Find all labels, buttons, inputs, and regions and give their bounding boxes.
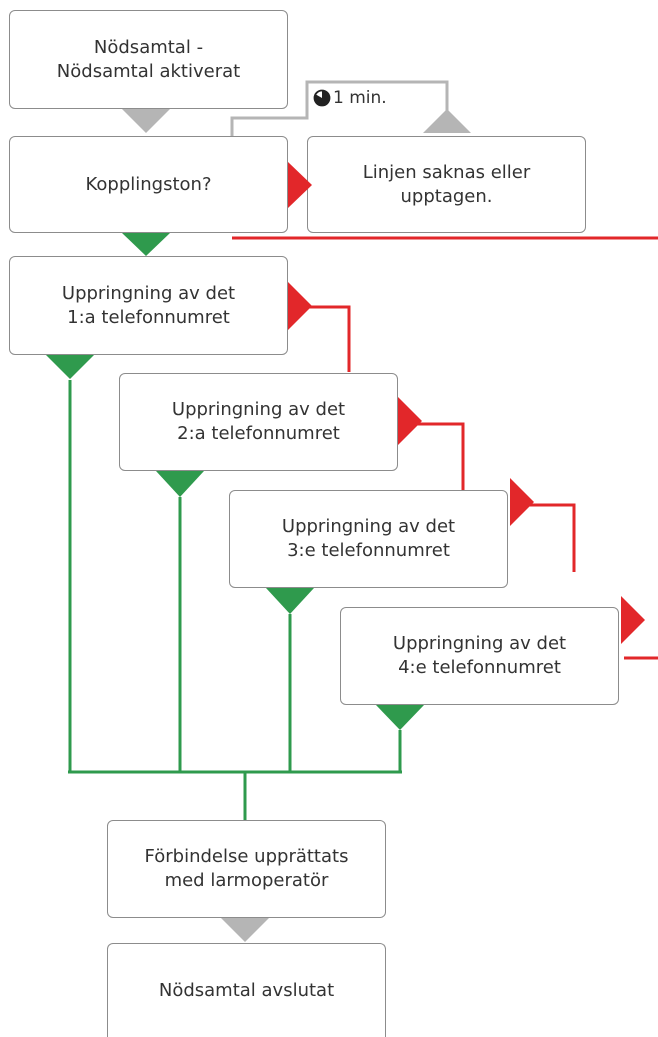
node-line-missing-line1: Linjen saknas eller bbox=[362, 161, 531, 183]
node-dial-3-line1: Uppringning av det bbox=[281, 516, 456, 537]
node-line-missing-line2: upptagen. bbox=[400, 185, 493, 207]
node-dial-3-line2: 3:e telefonnumret bbox=[287, 540, 450, 561]
node-line-missing: Linjen saknas eller upptagen. bbox=[307, 136, 586, 233]
node-emergency-activated: Nödsamtal - Nödsamtal aktiverat bbox=[9, 10, 288, 109]
node-dial-4: Uppringning av det 4:e telefonnumret bbox=[340, 607, 619, 705]
fail-connector-2 bbox=[413, 422, 465, 490]
fail-connector-3 bbox=[524, 503, 576, 572]
node-call-ended-label: Nödsamtal avslutat bbox=[158, 979, 335, 1001]
node-dial-2-line1: Uppringning av det bbox=[171, 399, 346, 420]
node-dial-tone-label: Kopplingston? bbox=[85, 173, 212, 195]
node-emergency-activated-line2: Nödsamtal aktiverat bbox=[56, 60, 241, 82]
node-dial-4-line1: Uppringning av det bbox=[392, 633, 567, 654]
fail-connector-1 bbox=[302, 305, 351, 372]
node-dial-2-line2: 2:a telefonnumret bbox=[177, 423, 340, 444]
node-operator-connected-line1: Förbindelse upprättats bbox=[144, 846, 349, 867]
timer-label: 1 min. bbox=[313, 88, 387, 108]
node-dial-1-line1: Uppringning av det bbox=[61, 282, 236, 304]
retry-loop-connector bbox=[230, 80, 449, 137]
node-operator-connected-line2: med larmoperatör bbox=[164, 870, 329, 891]
node-dial-3: Uppringning av det 3:e telefonnumret bbox=[229, 490, 508, 588]
node-operator-connected: Förbindelse upprättats med larmoperatör bbox=[107, 820, 386, 918]
node-emergency-activated-line1: Nödsamtal - bbox=[93, 36, 204, 58]
node-dial-1: Uppringning av det 1:a telefonnumret bbox=[9, 256, 288, 355]
node-call-ended: Nödsamtal avslutat bbox=[107, 943, 386, 1037]
node-dial-4-line2: 4:e telefonnumret bbox=[398, 657, 561, 678]
timer-text: 1 min. bbox=[333, 88, 387, 108]
node-dial-tone: Kopplingston? bbox=[9, 136, 288, 233]
timer-icon bbox=[313, 89, 331, 107]
node-dial-2: Uppringning av det 2:a telefonnumret bbox=[119, 373, 398, 471]
node-dial-1-line2: 1:a telefonnumret bbox=[67, 306, 230, 328]
